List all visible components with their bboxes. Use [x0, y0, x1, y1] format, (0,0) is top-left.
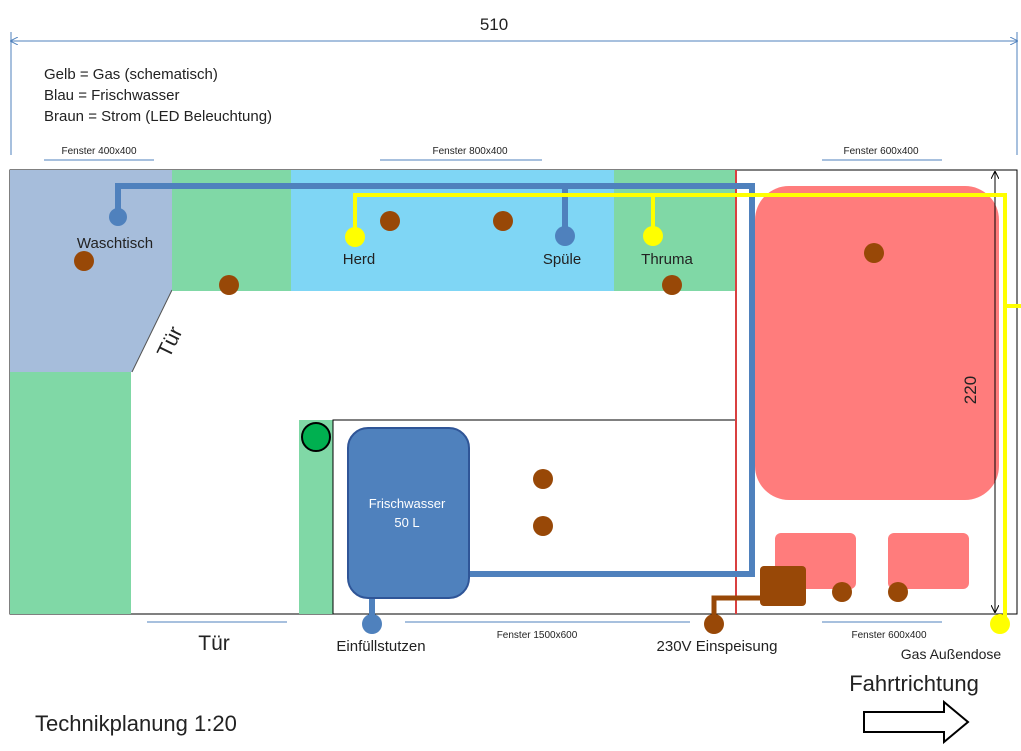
einfuellstutzen-label: Einfüllstutzen	[336, 638, 425, 655]
power-inlet-icon	[704, 614, 724, 634]
led-light-icon	[888, 582, 908, 602]
door-diagonal-line	[131, 289, 173, 373]
einspeisung-label: 230V Einspeisung	[657, 638, 778, 655]
led-light-icon	[662, 275, 682, 295]
fahrtrichtung-label: Fahrtrichtung	[849, 671, 979, 696]
storage-box-right	[888, 533, 969, 589]
led-light-icon	[74, 251, 94, 271]
water-pipe	[115, 183, 755, 577]
led-light-icon	[219, 275, 239, 295]
bathroom-area	[10, 170, 172, 372]
spuele-tap-icon	[555, 226, 575, 246]
spuele-label: Spüle	[543, 251, 581, 268]
length-dimension-label: 510	[480, 15, 508, 34]
led-light-icon	[832, 582, 852, 602]
window-label-bottom-middle: Fenster 1500x600	[497, 630, 578, 641]
window-label-top-left: Fenster 400x400	[61, 146, 136, 157]
filler-cap-icon	[362, 614, 382, 634]
herd-label: Herd	[343, 251, 376, 268]
led-light-icon	[533, 469, 553, 489]
wardrobe-left	[10, 372, 131, 614]
legend: Gelb = Gas (schematisch) Blau = Frischwa…	[44, 64, 272, 127]
gas-aussendose-label: Gas Außendose	[901, 646, 1002, 662]
counter-left	[172, 170, 291, 291]
door-bottom-label: Tür	[198, 632, 230, 655]
legend-gas: Gelb = Gas (schematisch)	[44, 66, 218, 83]
page-title: Technikplanung 1:20	[35, 711, 237, 736]
fresh-water-tank	[347, 427, 470, 599]
gas-pipe	[353, 193, 1007, 624]
window-label-top-right: Fenster 600x400	[843, 146, 918, 157]
led-light-icon	[493, 211, 513, 231]
legend-water: Blau = Frischwasser	[44, 87, 180, 104]
led-light-icon	[380, 211, 400, 231]
window-label-bottom-right: Fenster 600x400	[851, 630, 926, 641]
tank-name-label: Frischwasser	[369, 496, 446, 511]
heater-cabinet	[614, 170, 736, 291]
gas-outlet-icon	[990, 614, 1010, 634]
led-light-icon	[533, 516, 553, 536]
tank-volume-label: 50 L	[394, 515, 419, 530]
sensor-icon	[301, 422, 331, 452]
window-label-top-middle: Fenster 800x400	[432, 146, 507, 157]
power-socket-box	[760, 566, 806, 606]
herd-gas-icon	[345, 227, 365, 247]
narrow-cabinet	[299, 420, 333, 614]
waschtisch-tap-icon	[109, 208, 127, 226]
direction-arrow-icon	[863, 699, 970, 745]
thruma-label: Thruma	[641, 251, 693, 268]
waschtisch-label: Waschtisch	[77, 235, 153, 252]
thruma-gas-icon	[643, 226, 663, 246]
legend-power: Braun = Strom (LED Beleuchtung)	[44, 108, 273, 125]
width-dimension-label: 220	[961, 376, 980, 404]
bed	[755, 186, 999, 500]
led-light-icon	[864, 243, 884, 263]
